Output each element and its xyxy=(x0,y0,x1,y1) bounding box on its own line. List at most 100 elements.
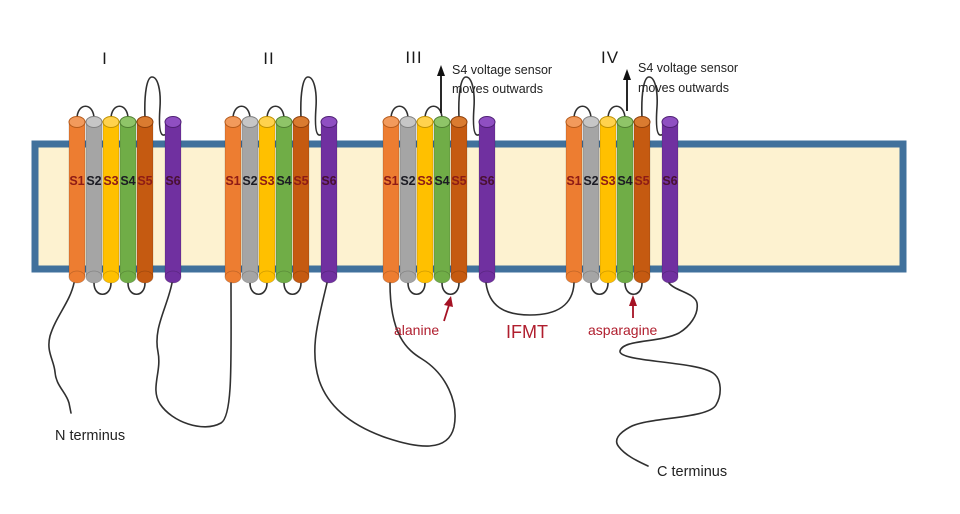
segment-label: S1 xyxy=(383,174,398,188)
segment-label: S2 xyxy=(242,174,257,188)
segment-label: S6 xyxy=(662,174,677,188)
cylinder-cap xyxy=(616,116,634,128)
domain4-s4-arrow xyxy=(623,69,631,111)
cylinder-body xyxy=(292,121,310,278)
alanine-arrow xyxy=(443,296,453,322)
segment-label: S1 xyxy=(566,174,581,188)
segment-label: S4 xyxy=(120,174,135,188)
domain4-s4-sensor-text-line2: moves outwards xyxy=(638,81,729,95)
segment-label: S1 xyxy=(225,174,240,188)
domain1-numeral: I xyxy=(102,49,108,68)
cylinder-bottom xyxy=(478,270,496,284)
cylinder-bottom xyxy=(292,270,310,284)
segment-label: S3 xyxy=(259,174,274,188)
cylinder-body xyxy=(478,121,496,278)
domain1-segment-s2: S2 xyxy=(85,116,103,284)
cylinder-body xyxy=(565,121,583,278)
cylinder-cap xyxy=(85,116,103,128)
cylinder-cap xyxy=(258,116,276,128)
segment-label: S3 xyxy=(417,174,432,188)
cylinder-bottom xyxy=(275,270,293,284)
domain1-s1s2-extracellular-loop xyxy=(76,105,95,120)
domain2-segment-s1: S1 xyxy=(224,116,242,284)
cylinder-bottom xyxy=(258,270,276,284)
cylinder-body xyxy=(164,121,182,278)
segment-label: S3 xyxy=(600,174,615,188)
domain1-domain2-linker xyxy=(155,282,232,428)
segment-label: S6 xyxy=(321,174,336,188)
domain4-numeral: IV xyxy=(601,48,619,67)
cylinder-body xyxy=(599,121,617,278)
domain4-s1s2-extracellular-loop xyxy=(573,105,592,120)
domain4-s4s5-intracellular-loop xyxy=(624,282,643,296)
cylinder-bottom xyxy=(136,270,154,284)
cylinder-cap xyxy=(275,116,293,128)
domain2-segment-s5: S5 xyxy=(292,116,310,284)
domain3-s4s5-intracellular-loop xyxy=(441,282,460,296)
domain2-segment-s3: S3 xyxy=(258,116,276,284)
cylinder-body xyxy=(241,121,259,278)
domain4-segment-s4: S4 xyxy=(616,116,634,284)
domain2-s4s5-intracellular-loop xyxy=(283,282,302,296)
cylinder-body xyxy=(275,121,293,278)
domain4-s2s3-intracellular-loop xyxy=(590,282,609,296)
cylinder-body xyxy=(119,121,137,278)
c-terminus-squiggle xyxy=(615,282,721,467)
cylinder-cap xyxy=(582,116,600,128)
domain3-s4-sensor-text-line2: moves outwards xyxy=(452,82,543,96)
domain3-segment-s4: S4 xyxy=(433,116,451,284)
domain4: S1 S2 S3 S4 S5 xyxy=(565,76,679,296)
segment-label: S6 xyxy=(165,174,180,188)
c-terminus-label: C terminus xyxy=(657,464,727,480)
cylinder-body xyxy=(136,121,154,278)
cylinder-bottom xyxy=(633,270,651,284)
domain4-segment-s6: S6 xyxy=(661,116,679,284)
cylinder-bottom xyxy=(399,270,417,284)
alanine-label: alanine xyxy=(394,322,439,338)
domain3-s4-sensor-text-line1: S4 voltage sensor xyxy=(452,63,552,77)
domain4-s3s4-extracellular-loop xyxy=(607,105,626,120)
cylinder-bottom xyxy=(599,270,617,284)
cylinder-body xyxy=(633,121,651,278)
ifmt-label: IFMT xyxy=(506,322,548,342)
arrow-head xyxy=(623,69,631,80)
domain4-segment-s2: S2 xyxy=(582,116,600,284)
segment-label: S5 xyxy=(634,174,649,188)
cylinder-body xyxy=(258,121,276,278)
cylinder-cap xyxy=(68,116,86,128)
domain2-segment-s6: S6 xyxy=(320,116,338,284)
cylinder-body xyxy=(320,121,338,278)
domain1-segment-s6: S6 xyxy=(164,116,182,284)
cylinder-cap xyxy=(450,116,468,128)
cylinder-body xyxy=(68,121,86,278)
cylinder-bottom xyxy=(164,270,182,284)
domain2-segment-s2: S2 xyxy=(241,116,259,284)
cylinder-bottom xyxy=(119,270,137,284)
domain3-s3s4-extracellular-loop xyxy=(424,105,443,120)
arrow-head xyxy=(629,295,637,306)
cylinder-cap xyxy=(433,116,451,128)
domain3-segment-s6: S6 xyxy=(478,116,496,284)
domain4-segment-s1: S1 xyxy=(565,116,583,284)
cylinder-cap xyxy=(382,116,400,128)
cylinder-cap xyxy=(224,116,242,128)
cylinder-cap xyxy=(661,116,679,128)
n-terminus-label: N terminus xyxy=(55,428,125,444)
cylinder-cap xyxy=(320,116,338,128)
cylinder-bottom xyxy=(582,270,600,284)
domain2-numeral: II xyxy=(263,49,274,68)
cylinder-cap xyxy=(599,116,617,128)
domain4-s4-sensor-text-line1: S4 voltage sensor xyxy=(638,61,738,75)
cylinder-bottom xyxy=(68,270,86,284)
domain4-segment-s3: S3 xyxy=(599,116,617,284)
cylinder-bottom xyxy=(433,270,451,284)
arrow-shaft xyxy=(443,304,450,322)
cylinder-cap xyxy=(633,116,651,128)
domain3-s4-arrow xyxy=(437,65,445,113)
asparagine-arrow xyxy=(629,295,637,318)
cylinder-bottom xyxy=(450,270,468,284)
cylinder-body xyxy=(382,121,400,278)
domain1-s3s4-extracellular-loop xyxy=(110,105,129,120)
segment-label: S4 xyxy=(434,174,449,188)
cylinder-bottom xyxy=(416,270,434,284)
